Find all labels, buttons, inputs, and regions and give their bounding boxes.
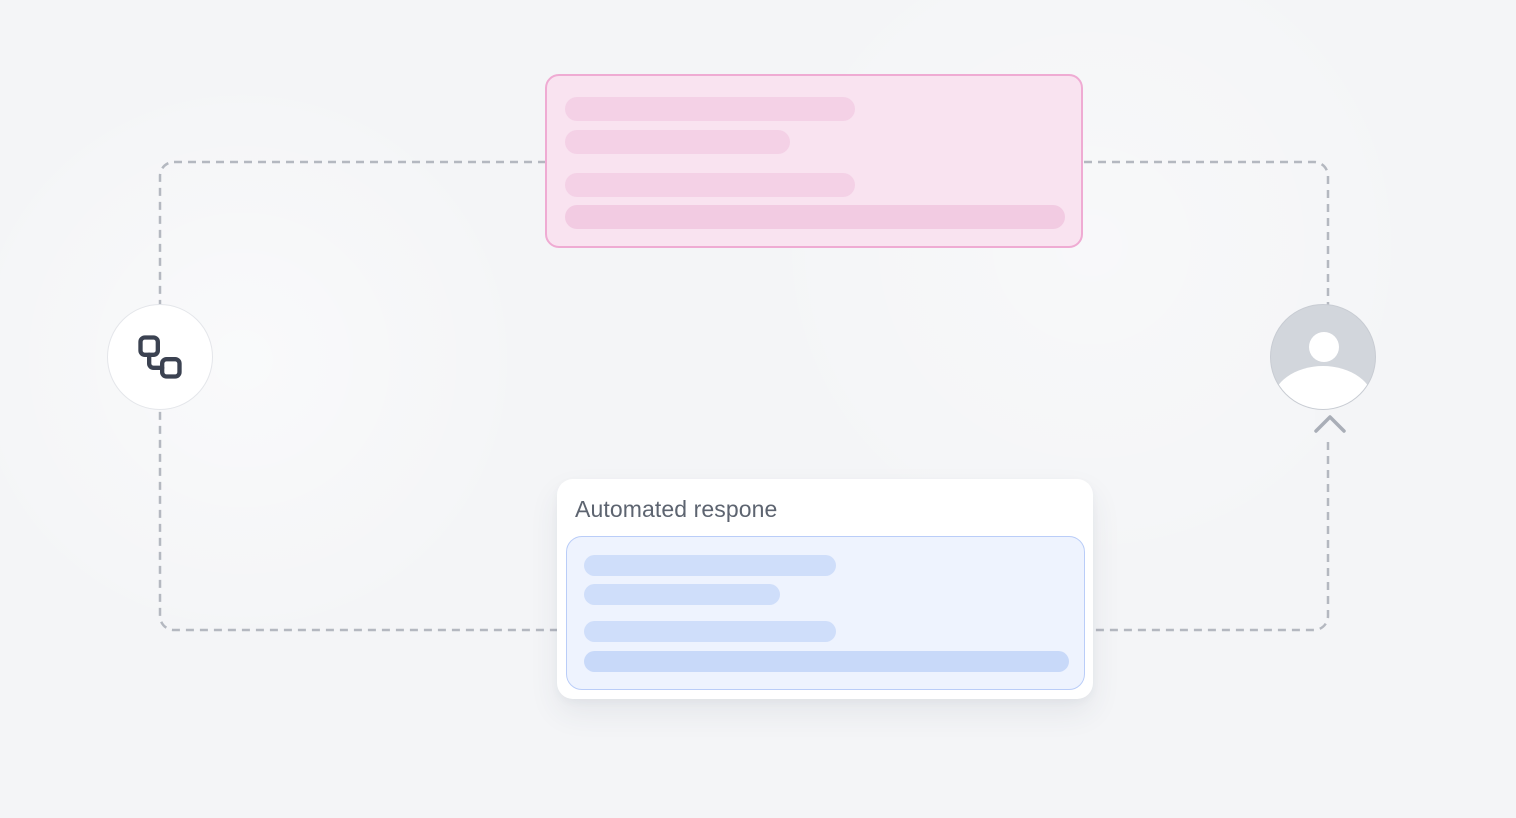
incoming-message-skeleton	[547, 76, 1081, 246]
user-avatar	[1270, 304, 1376, 410]
workflow-icon	[138, 335, 182, 379]
person-icon	[1271, 305, 1375, 409]
skeleton-text-bar	[565, 205, 1065, 229]
person-head	[1309, 332, 1339, 362]
incoming-message-card	[545, 74, 1083, 248]
skeleton-text-bar	[584, 651, 1069, 672]
skeleton-text-bar	[565, 173, 855, 197]
chevron-background-mask	[1315, 409, 1345, 437]
workflow-node-circle	[107, 304, 213, 410]
response-message-skeleton	[567, 537, 1084, 689]
chevron-up-icon	[1314, 415, 1346, 433]
automated-response-card: Automated respone	[557, 479, 1093, 699]
response-message-bubble	[566, 536, 1085, 690]
skeleton-text-bar	[584, 621, 836, 642]
skeleton-text-bar	[565, 97, 855, 121]
person-body	[1272, 366, 1374, 409]
skeleton-text-bar	[584, 584, 780, 605]
skeleton-text-bar	[565, 130, 790, 154]
response-card-title: Automated respone	[575, 496, 778, 522]
skeleton-text-bar	[584, 555, 836, 576]
